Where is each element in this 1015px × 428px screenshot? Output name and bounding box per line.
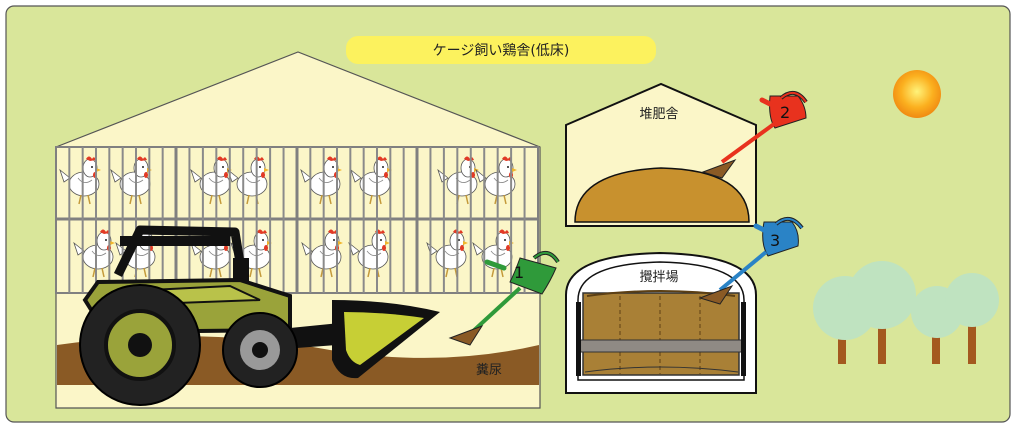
watering-can-icon: 1: [484, 250, 560, 295]
tree-icon: [813, 261, 916, 364]
mixing-area: 攪拌場: [565, 251, 757, 394]
step-number: 1: [514, 263, 524, 282]
rake-icon: [701, 122, 776, 179]
rake-icon: [448, 286, 522, 346]
title-badge: [346, 36, 656, 64]
compost-house-label: 堆肥舎: [639, 107, 678, 122]
page-title: ケージ飼い鶏舎(低床): [433, 43, 570, 59]
compost-house: 堆肥舎: [565, 82, 757, 227]
step-number: 3: [770, 231, 780, 250]
sun-icon: [893, 70, 941, 118]
watering-can-icon: 2: [759, 90, 808, 129]
compost-pile: [574, 167, 750, 223]
tractor-icon: [79, 225, 440, 406]
manure-label: 糞尿: [476, 363, 502, 378]
mixing-area-label: 攪拌場: [639, 270, 678, 285]
tree-icon: [911, 273, 999, 364]
rake-icon: [698, 250, 768, 305]
watering-can-icon: 3: [753, 216, 804, 257]
step-number: 2: [780, 103, 790, 122]
